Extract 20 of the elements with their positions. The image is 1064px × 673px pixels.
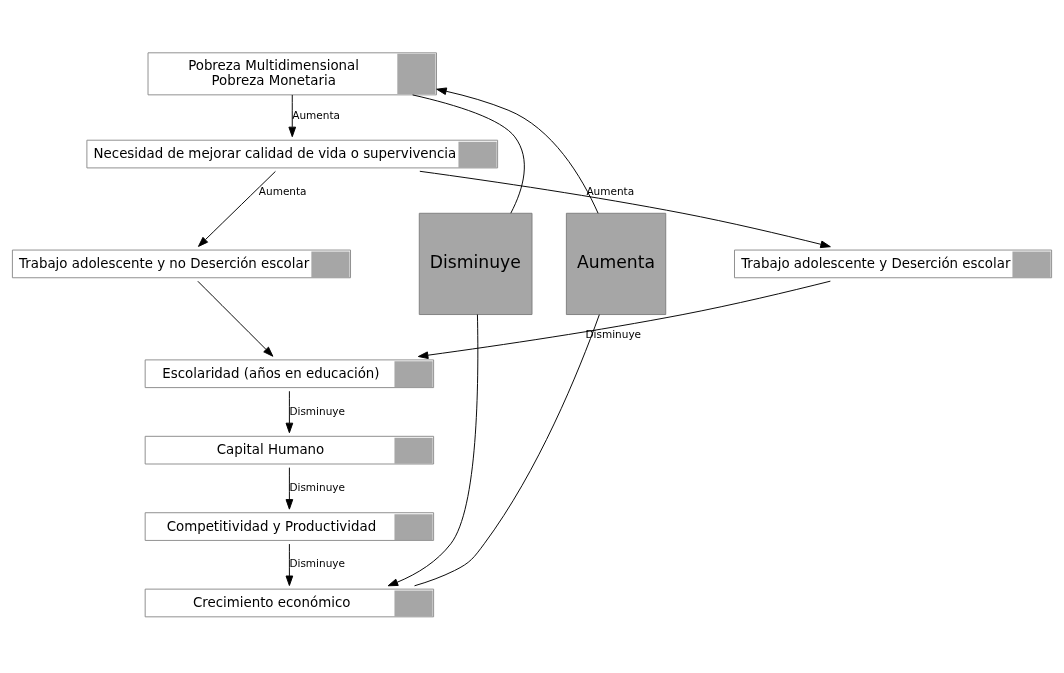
arrow <box>285 467 294 510</box>
node-box: Aumenta <box>565 212 667 315</box>
connector <box>414 314 600 587</box>
edge-label: Aumenta <box>586 184 635 197</box>
arrow <box>387 314 479 587</box>
arrow <box>285 543 294 587</box>
arrow <box>285 390 294 434</box>
arrow <box>197 170 276 247</box>
node-box: Disminuye <box>418 212 533 315</box>
arrow <box>436 87 599 214</box>
edge-label: Disminuye <box>585 328 642 341</box>
edge-label: Disminuye <box>289 404 345 417</box>
connector <box>412 94 525 214</box>
edge-label: Disminuye <box>289 481 345 494</box>
arrow <box>419 170 831 249</box>
arrow <box>197 280 274 357</box>
edge-label: Disminuye <box>289 557 345 570</box>
edge-label: Aumenta <box>258 184 307 197</box>
arrow <box>288 94 297 138</box>
arrow <box>417 280 831 360</box>
